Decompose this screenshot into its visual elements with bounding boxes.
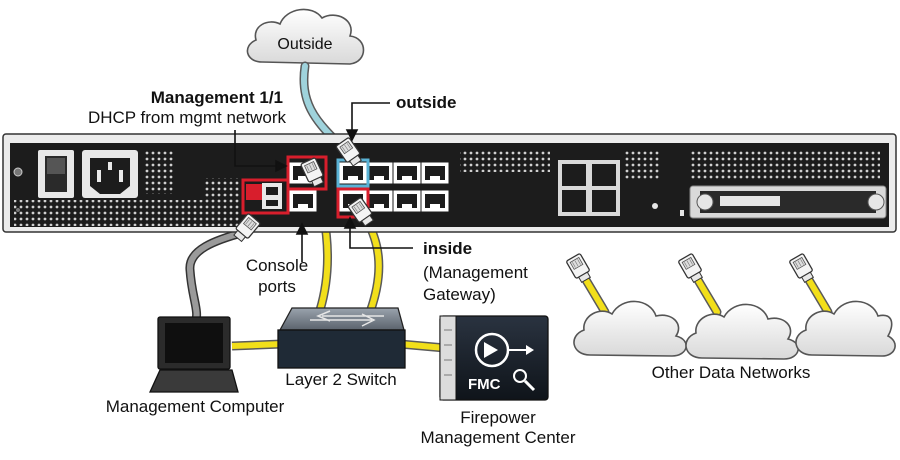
management-computer [148,316,239,393]
management-port-title: Management 1/1 [150,88,283,107]
console-port-highlight [241,178,290,215]
outside-port-label: outside [396,93,457,112]
management-port-highlight [286,155,328,191]
outside-cloud-label: Outside [277,36,333,53]
callout-lines [234,102,413,262]
outside-cloud [246,8,365,65]
management-port-subtitle: DHCP from mgmt network [87,108,286,127]
switch-label: Layer 2 Switch [285,370,397,389]
data-networks-label: Other Data Networks [651,363,811,382]
sfp-ports [558,160,620,216]
fmc-badge-text: FMC [468,376,501,393]
computer-label: Management Computer [105,397,285,416]
data-network-clouds [565,252,896,360]
console-label-2: ports [258,277,296,296]
firewall-chassis [2,133,897,233]
layer2-switch [277,307,406,369]
fmc-label-1: Firepower [460,408,536,427]
inside-port-sub-2: Gateway) [423,285,496,304]
inside-port-sub-1: (Management [423,263,528,282]
inside-port-label: inside [423,239,473,258]
console-label-1: Console [245,256,309,275]
fmc-appliance [439,315,549,401]
inside-port-highlight [336,187,370,219]
fmc-label-2: Management Center [420,428,576,447]
